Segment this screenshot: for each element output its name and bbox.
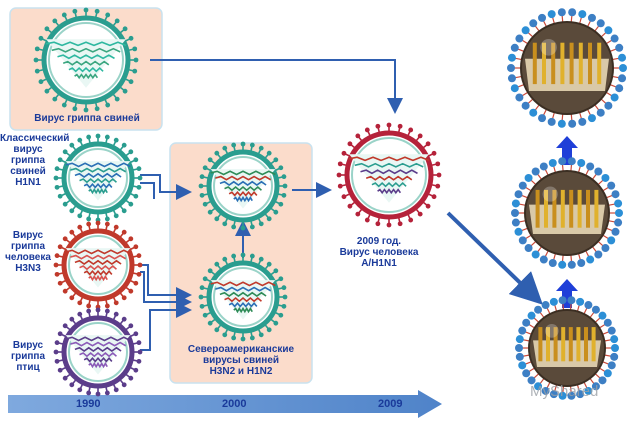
arrow-human-to-na-bottom-1 — [140, 264, 192, 303]
arrow-swine-to-2009 — [150, 59, 403, 114]
virus-human-h3n3 — [53, 220, 143, 310]
right-arrows — [556, 136, 578, 308]
label-classic-swine: Классический вирус гриппа свиней H1N1 — [0, 133, 70, 188]
label-north-american: Североамериканские вирусы свиней H3N2 и … — [187, 344, 295, 377]
virus-3d-bottom — [515, 296, 619, 400]
arrow-classic-to-na-top-1 — [140, 174, 192, 200]
up-arrow-lower — [556, 279, 578, 308]
connector-arrows — [140, 59, 543, 351]
virus-swine-flu — [33, 7, 139, 113]
arrow-human-to-na-bottom-2 — [140, 271, 192, 310]
arrow-2009-to-right — [446, 211, 543, 305]
label-human-h3n3: Вирус гриппа человека H3N3 — [5, 230, 51, 274]
up-arrow-upper — [556, 136, 578, 165]
timeline-year-2000: 2000 — [222, 398, 247, 410]
virus-na-bottom — [198, 252, 288, 342]
timeline-arrow — [8, 390, 442, 418]
label-avian: Вирус гриппа птиц — [10, 340, 46, 373]
timeline-year-2009: 2009 — [378, 398, 403, 410]
virus-na-top — [198, 141, 288, 231]
watermark: MyShared — [530, 383, 599, 400]
timeline-year-1990: 1990 — [76, 398, 101, 410]
virus-avian — [53, 307, 143, 397]
label-human-2009: 2009 год. Вирус человека A/H1N1 — [339, 236, 419, 269]
virus-3d-middle — [511, 157, 623, 269]
virus-3d-top — [507, 8, 627, 128]
virus-classic-swine — [53, 133, 143, 223]
label-swine-flu: Вирус гриппа свиней — [34, 113, 140, 124]
arrow-avian-to-na-bottom — [140, 302, 192, 351]
virus-human-2009 — [336, 122, 442, 228]
arrow-classic-to-na-top-2 — [140, 182, 155, 199]
